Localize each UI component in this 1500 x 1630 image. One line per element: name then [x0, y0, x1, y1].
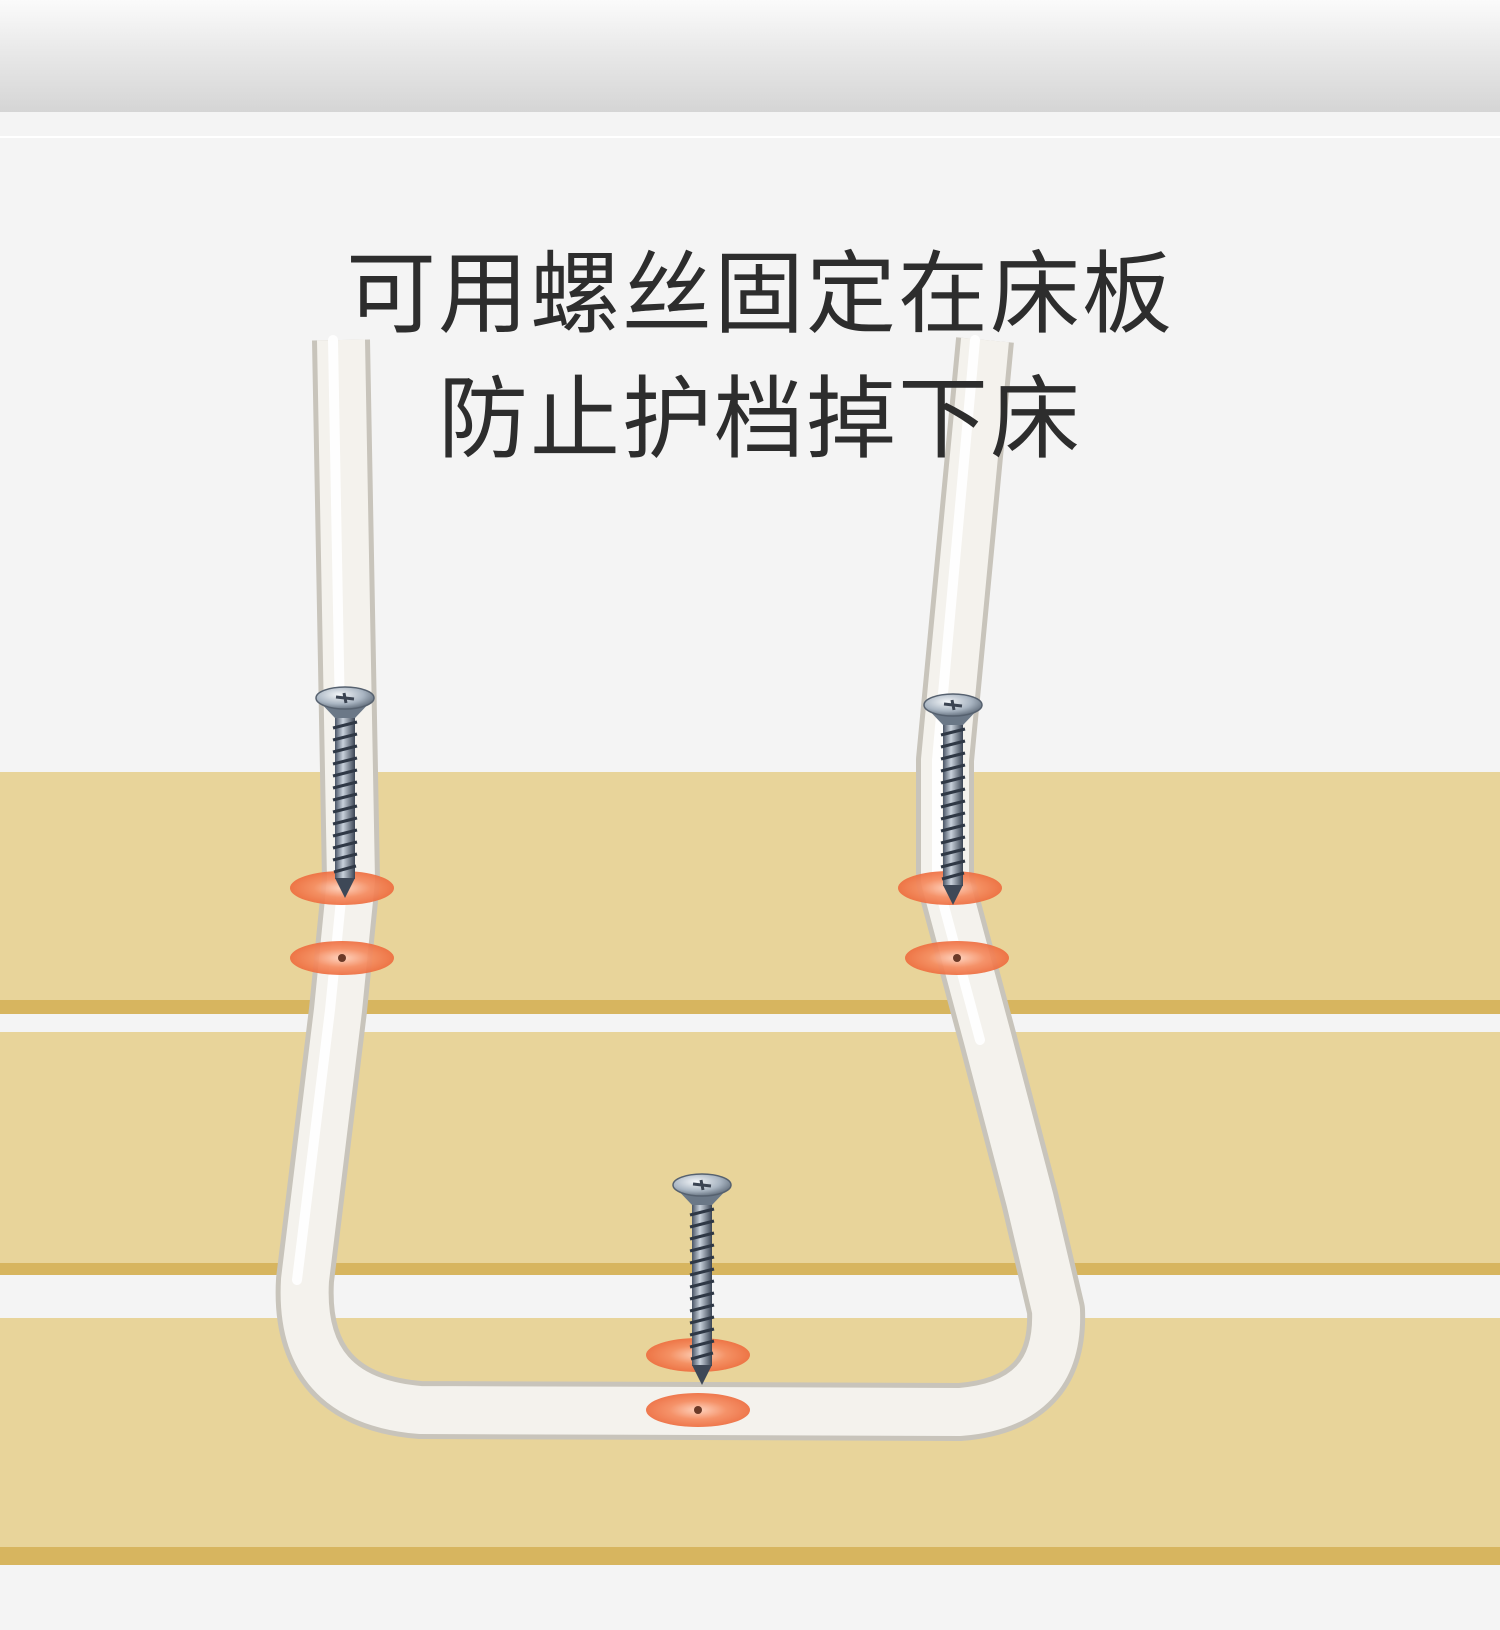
bed-slats — [0, 772, 1500, 1565]
top-banner-strip — [0, 0, 1500, 112]
caption-line-1: 可用螺丝固定在床板 — [346, 242, 1174, 347]
caption-line-2: 防止护档掉下床 — [438, 367, 1082, 472]
bed-slat — [0, 772, 1500, 1007]
bed-slat — [0, 1032, 1500, 1270]
divider — [0, 136, 1500, 138]
